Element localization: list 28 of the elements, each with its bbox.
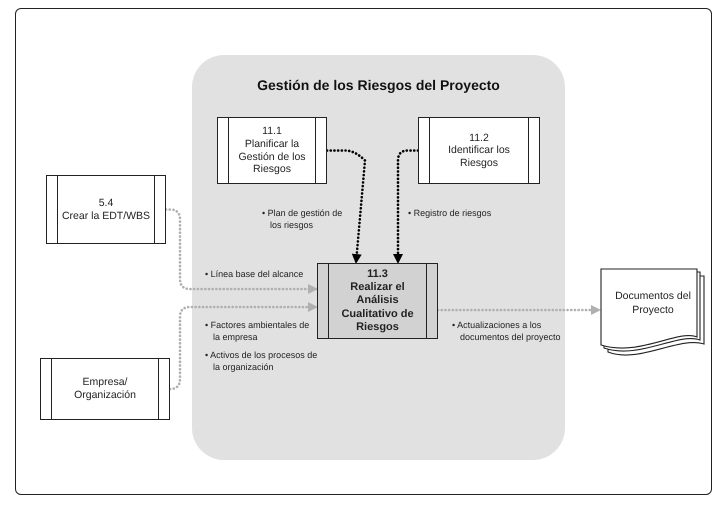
process-box	[40, 358, 170, 420]
edge-label: • Línea base del alcance	[205, 268, 304, 280]
process-name: Empresa/ Organización	[73, 376, 137, 402]
process-name: Planificar la Gestión de los Riesgos	[237, 138, 307, 176]
dotted-arrow	[326, 149, 366, 264]
dotted-arrow	[436, 305, 602, 315]
group-title: Gestión de los Riesgos del Proyecto	[256, 77, 501, 93]
process-name: Identificar los Riesgos	[447, 144, 511, 170]
process-box	[317, 263, 438, 339]
edge-label: • Actualizaciones a los documentos del proyecto	[452, 319, 562, 344]
dotted-arrow	[164, 208, 318, 294]
input-label: • Activos de los procesos de la organización	[205, 349, 318, 374]
edge-label: • Plan de gestión de los riesgos	[262, 207, 344, 232]
process-name: Crear la EDT/WBS	[62, 210, 150, 222]
process-number: 11.1	[262, 125, 282, 138]
process-box	[418, 117, 540, 184]
edge-label: • Factores ambientales de la empresa	[205, 319, 310, 344]
process-name: Realizar el Análisis Cualitativo de Riesgos	[340, 281, 415, 334]
process-number: 11.3	[367, 268, 388, 282]
dotted-arrow	[393, 149, 420, 264]
process-box	[46, 175, 166, 244]
document-label: Documentos del Proyecto	[614, 290, 692, 318]
process-number: 11.2	[469, 132, 489, 144]
edge-label: • Registro de riesgos	[408, 207, 492, 220]
process-group-background	[192, 55, 565, 460]
process-number: 5.4	[98, 196, 114, 210]
dotted-arrow	[168, 302, 318, 390]
process-box	[217, 117, 327, 184]
